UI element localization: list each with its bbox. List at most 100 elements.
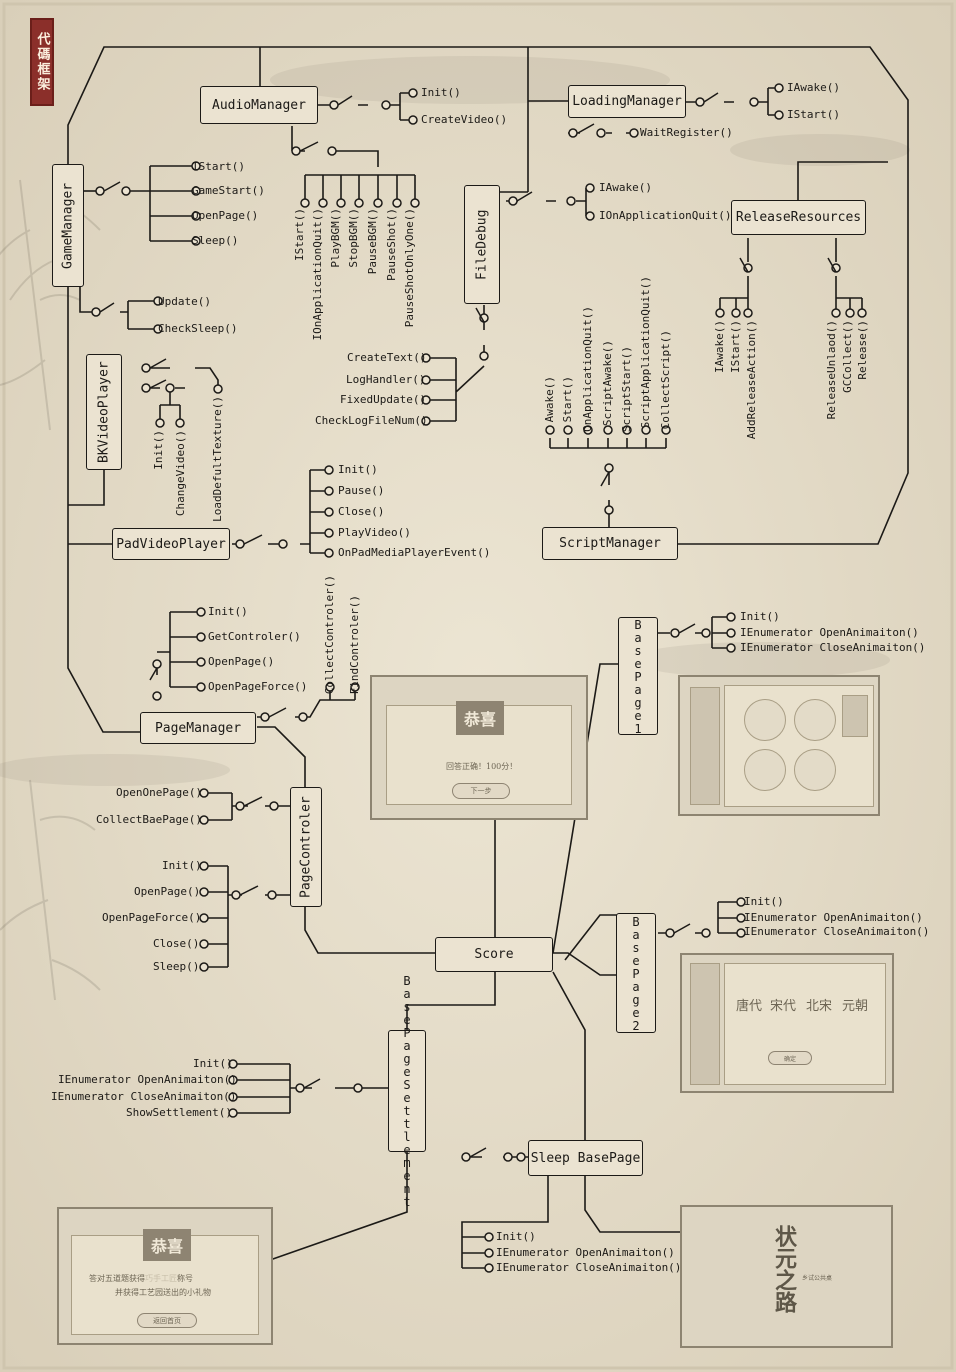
- file-debug-log-method: CreateText(): [347, 351, 427, 364]
- game-manager-method: OpenPage(): [192, 209, 259, 222]
- page1-option-image: [744, 749, 786, 791]
- page-controler-method: Init(): [162, 859, 202, 872]
- page-manager-vertical-method: CollectControler(): [323, 575, 336, 695]
- settlement-page-line2: 并获得工艺园送出的小礼物: [115, 1288, 211, 1297]
- base-page-2-method: IEnumerator CloseAnimaiton(): [744, 925, 930, 938]
- page2-option: 唐代: [736, 999, 763, 1014]
- script-manager-method: Start(): [561, 376, 574, 423]
- script-manager-method: ScriptStart(): [620, 346, 633, 433]
- page2-option: 元朝: [842, 999, 869, 1014]
- page2-confirm-button: 确定: [768, 1051, 812, 1065]
- base-page-2-box[interactable]: BasePage2: [616, 913, 656, 1033]
- game-manager-box[interactable]: GameManager: [52, 164, 84, 287]
- script-manager-box[interactable]: ScriptManager: [542, 527, 678, 560]
- base-page-settlement-box[interactable]: BasePageSettlement: [388, 974, 426, 1208]
- framework-seal: 代碼框架: [30, 18, 54, 106]
- page-controler-method: CollectBaePage(): [96, 813, 202, 826]
- settlement-line1: 答对五道题获得: [89, 1274, 145, 1283]
- file-debug-log-method: CheckLogFileNum(): [315, 414, 428, 427]
- settlement-method: IEnumerator CloseAnimaiton(): [51, 1090, 237, 1103]
- page-controler-method: Sleep(): [153, 960, 200, 973]
- page-manager-method: GetControler(): [208, 630, 301, 643]
- pad-video-player-method: OnPadMediaPlayerEvent(): [338, 546, 491, 559]
- base-page-2-method: IEnumerator OpenAnimaiton(): [744, 911, 923, 924]
- pad-video-player-method: PlayVideo(): [338, 526, 411, 539]
- connector-lines: [67, 46, 909, 1269]
- sleep-base-page-method: IEnumerator CloseAnimaiton(): [496, 1261, 682, 1274]
- settlement-method: Init(): [193, 1057, 233, 1070]
- score-page-badge: 恭喜: [456, 701, 504, 735]
- page2-sidebar: [690, 963, 720, 1085]
- page2-option: 北宋: [806, 999, 833, 1014]
- script-manager-method: Awake(): [543, 376, 556, 423]
- page-controler-method: OpenOnePage(): [116, 786, 203, 799]
- page1-option-image: [744, 699, 786, 741]
- page1-option-image: [794, 699, 836, 741]
- base-page-1-method: Init(): [740, 610, 780, 623]
- page-manager-box[interactable]: PageManager: [140, 712, 256, 744]
- loading-manager-method: IStart(): [787, 108, 840, 121]
- release-resources-method: IAwake(): [713, 320, 726, 373]
- file-debug-log-method: FixedUpdate(): [340, 393, 427, 406]
- page-controler-method: Close(): [153, 937, 200, 950]
- page1-question-text: [842, 695, 868, 737]
- release-resources-method: AddReleaseAction(): [745, 320, 758, 440]
- page-controler-box[interactable]: PageControler: [290, 787, 322, 907]
- loading-manager-method: IAwake(): [787, 81, 840, 94]
- loading-manager-wait-method: WaitRegister(): [640, 126, 733, 139]
- script-manager-method: OnApplicationQuit(): [581, 306, 594, 432]
- audio-manager-vertical-method: IOnApplicationQuit(): [311, 208, 324, 341]
- score-page-thumbnail: 恭喜 回答正确！100分！ 下一步: [370, 675, 588, 820]
- base-page-1-box[interactable]: BasePage1: [618, 617, 658, 735]
- settlement-line1-suffix: 称号: [177, 1274, 193, 1283]
- sleep-page-title: 状元之路: [771, 1225, 797, 1313]
- release-resources-method: Release(): [856, 320, 869, 380]
- script-manager-method: ScriptApplicationQuit(): [639, 276, 652, 429]
- audio-manager-vertical-method: StopBGM(): [347, 208, 360, 268]
- audio-manager-vertical-method: PauseShot(): [385, 208, 398, 281]
- bk-video-player-method: ChangeVideo(): [174, 430, 187, 517]
- script-manager-method: CollectScript(): [659, 330, 672, 430]
- sleep-page-thumbnail: 状元之路 乡试公共桌: [680, 1205, 893, 1348]
- game-manager-method: Sleep(): [192, 234, 239, 247]
- sleep-base-page-method: IEnumerator OpenAnimaiton(): [496, 1246, 675, 1259]
- sleep-base-page-method: Init(): [496, 1230, 536, 1243]
- audio-manager-box[interactable]: AudioManager: [200, 86, 318, 124]
- file-debug-box[interactable]: FileDebug: [464, 185, 500, 304]
- score-box[interactable]: Score: [435, 937, 553, 972]
- audio-manager-vertical-method: IStart(): [293, 208, 306, 261]
- page-controler-method: OpenPage(): [134, 885, 201, 898]
- loading-manager-box[interactable]: LoadingManager: [568, 85, 686, 118]
- score-page-next-button: 下一步: [452, 783, 510, 799]
- settlement-highlight: 巧手工匠: [145, 1274, 177, 1283]
- base-page-1-method: IEnumerator OpenAnimaiton(): [740, 626, 919, 639]
- page-manager-vertical-method: FindControler(): [348, 595, 361, 695]
- bk-video-player-box[interactable]: BKVideoPlayer: [86, 354, 122, 470]
- game-manager-update-method: CheckSleep(): [158, 322, 238, 335]
- release-resources-method: GCCollect(): [841, 320, 854, 393]
- audio-manager-vertical-method: PlayBGM(): [329, 208, 342, 268]
- settlement-method: ShowSettlement(): [126, 1106, 232, 1119]
- file-debug-log-method: LogHandler(): [346, 373, 426, 386]
- page2-option: 宋代: [770, 999, 797, 1014]
- game-manager-method: GameStart(): [192, 184, 265, 197]
- page-manager-method: OpenPageForce(): [208, 680, 308, 693]
- release-resources-method: IStart(): [729, 320, 742, 373]
- pad-video-player-box[interactable]: PadVideoPlayer: [112, 528, 230, 560]
- switch-symbols: [99, 92, 837, 1158]
- page2-thumbnail: 唐代 宋代 北宋 元朝 确定: [680, 953, 894, 1093]
- page-manager-method: OpenPage(): [208, 655, 275, 668]
- release-resources-box[interactable]: ReleaseResources: [731, 200, 866, 235]
- settlement-page-badge: 恭喜: [143, 1229, 191, 1261]
- settlement-page-thumbnail: 恭喜 答对五道题获得巧手工匠称号 并获得工艺园送出的小礼物 返回首页: [57, 1207, 273, 1345]
- pad-video-player-method: Close(): [338, 505, 385, 518]
- bk-video-player-method: Init(): [152, 430, 165, 470]
- base-page-2-method: Init(): [744, 895, 784, 908]
- sleep-base-page-box[interactable]: Sleep BasePage: [528, 1140, 643, 1176]
- settlement-method: IEnumerator OpenAnimaiton(): [58, 1073, 237, 1086]
- base-page-1-method: IEnumerator CloseAnimaiton(): [740, 641, 926, 654]
- bk-video-player-method: LoadDefultTexture(): [211, 396, 224, 522]
- release-resources-method: ReleaseUnlaod(): [825, 320, 838, 420]
- settlement-page-home-button: 返回首页: [137, 1313, 197, 1328]
